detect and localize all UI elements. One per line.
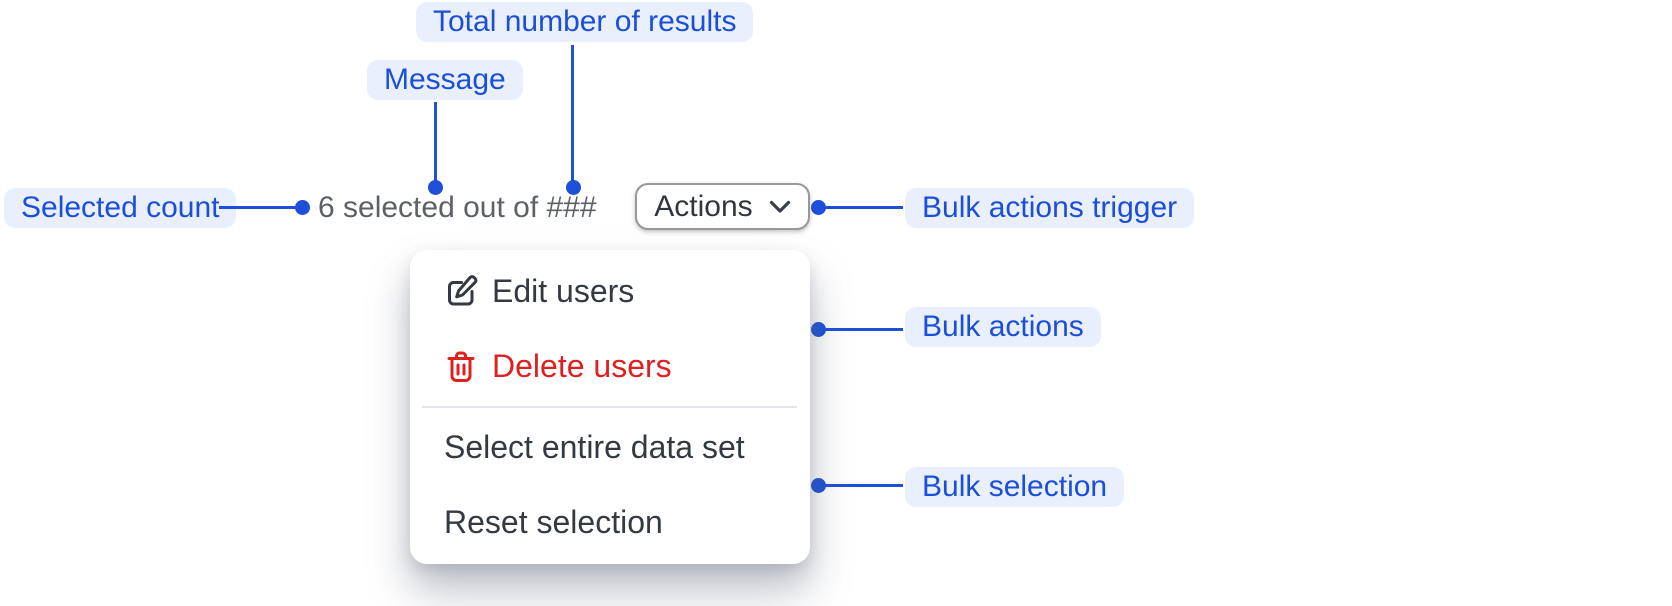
connector-line xyxy=(823,328,903,331)
connector-line xyxy=(823,484,903,487)
connector-dot xyxy=(811,322,826,337)
annotation-bulk-actions: Bulk actions xyxy=(905,307,1101,347)
connector-line xyxy=(823,206,903,209)
menu-item-select-entire-data-set[interactable]: Select entire data set xyxy=(410,410,810,485)
actions-button-label: Actions xyxy=(654,189,753,223)
annotation-bulk-selection: Bulk selection xyxy=(905,467,1125,507)
connector-line xyxy=(434,102,437,182)
connector-dot xyxy=(811,200,826,215)
connector-dot xyxy=(566,180,581,195)
menu-item-label: Edit users xyxy=(492,273,635,309)
chevron-down-icon xyxy=(769,200,791,214)
connector-dot xyxy=(811,478,826,493)
menu-item-label: Delete users xyxy=(492,348,672,384)
menu-item-reset-selection[interactable]: Reset selection xyxy=(410,485,810,560)
menu-item-delete-users[interactable]: Delete users xyxy=(410,329,810,404)
annotation-total-results: Total number of results xyxy=(416,2,754,42)
menu-divider xyxy=(422,406,797,408)
edit-icon xyxy=(444,274,478,310)
annotation-bulk-actions-trigger: Bulk actions trigger xyxy=(905,188,1195,228)
connector-dot xyxy=(428,180,443,195)
trash-icon xyxy=(444,349,478,385)
annotation-message: Message xyxy=(367,60,523,100)
connector-line xyxy=(219,206,297,209)
connector-line xyxy=(571,45,574,182)
connector-dot xyxy=(295,200,310,215)
annotation-selected-count: Selected count xyxy=(4,188,237,228)
bulk-actions-trigger-button[interactable]: Actions xyxy=(635,183,810,230)
menu-item-label: Select entire data set xyxy=(444,429,745,465)
menu-item-edit-users[interactable]: Edit users xyxy=(410,254,810,329)
bulk-actions-menu: Edit users Delete users Select entire da… xyxy=(410,250,810,564)
selection-message: 6 selected out of ### xyxy=(318,191,597,224)
menu-item-label: Reset selection xyxy=(444,504,663,540)
